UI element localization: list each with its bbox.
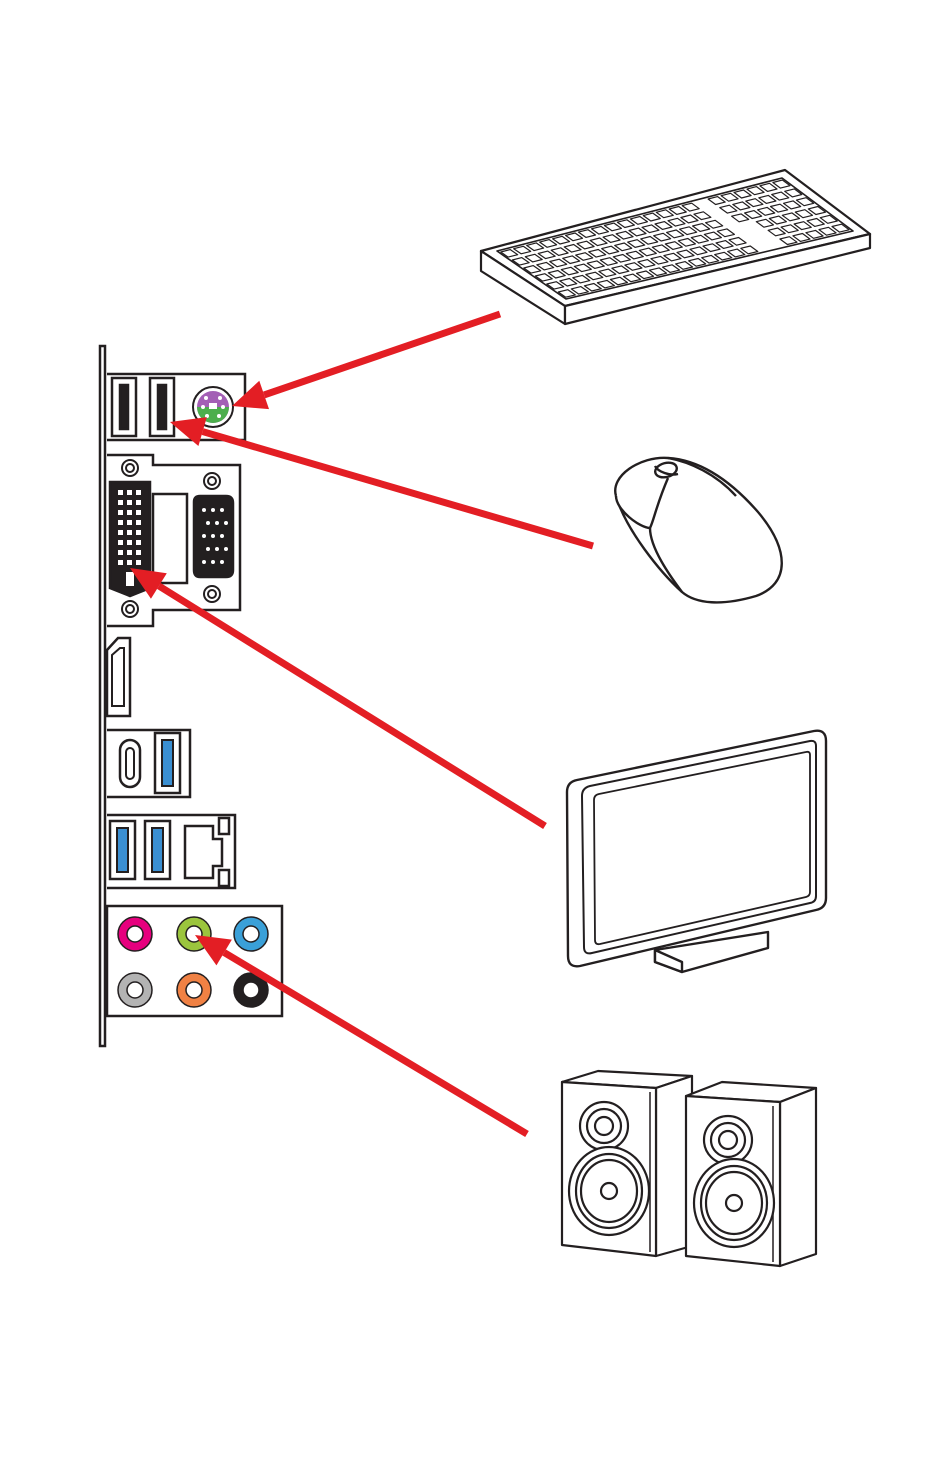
io-shield-edge <box>100 346 105 1046</box>
speaker-left <box>562 1071 692 1256</box>
usbc-usb3-block <box>107 730 190 797</box>
arrow-monitor-to-dvi <box>130 568 545 826</box>
rear-io-panel <box>100 346 282 1046</box>
video-block <box>107 455 240 626</box>
speakers-icon <box>562 1071 816 1266</box>
arrow-keyboard-to-ps2 <box>232 314 500 409</box>
side-surround-jack <box>118 973 152 1007</box>
arrow-speakers-to-line-out <box>195 935 527 1134</box>
keyboard-icon <box>481 170 870 324</box>
hdmi-port <box>107 638 130 716</box>
monitor-icon <box>567 731 826 972</box>
lan-port <box>185 818 229 886</box>
mouse-icon <box>615 458 782 603</box>
center-sub-jack <box>177 973 211 1007</box>
audio-block <box>107 906 282 1016</box>
usb3-lan-block <box>107 815 235 888</box>
vga-port <box>194 496 233 577</box>
blank-slot <box>153 494 187 583</box>
mic-in-jack <box>118 917 152 951</box>
usb2-ps2-block <box>107 374 245 440</box>
speaker-right <box>686 1082 816 1266</box>
line-in-jack <box>234 917 268 951</box>
